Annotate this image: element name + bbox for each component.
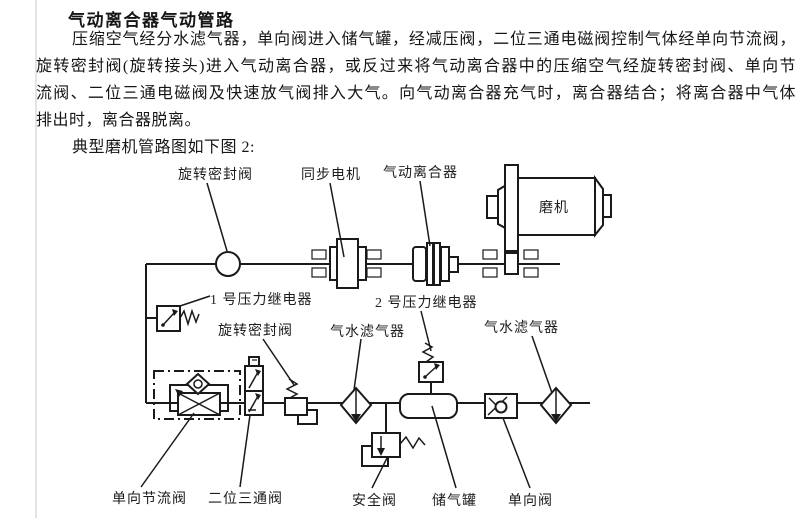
label-safety-valve: 安全阀 [352,494,397,509]
label-pressure-relay-2: 2 号压力继电器 [375,296,478,311]
label-pneumatic-clutch: 气动离合器 [383,166,458,181]
leader-lines [140,180,553,489]
rotary-seal-valve-symbol [284,378,318,425]
label-rotary-seal-valve-mid: 旋转密封阀 [218,324,293,339]
label-one-way-throttle-valve: 单向节流阀 [112,492,187,507]
label-pressure-relay-1: 1 号压力继电器 [210,293,313,308]
air-filter-right-symbol [539,386,573,425]
label-sync-motor: 同步电机 [301,168,361,183]
doc-title: 气动离合器气动管路 [68,11,235,30]
paragraph-line: 排出时，离合器脱离。 [36,112,202,129]
one-way-throttle-valve-symbol [153,370,241,420]
label-check-valve: 单向阀 [508,494,553,509]
label-two-position-three-way-valve: 二位三通阀 [208,492,283,507]
safety-valve-symbol [361,432,426,467]
pressure-relay-2-symbol [418,342,444,383]
check-valve-symbol [484,393,518,419]
bearing-blocks [311,249,539,278]
air-filter-left-symbol [339,386,373,425]
sync-motor-symbol [329,238,367,289]
mill-symbol [486,164,612,275]
label-air-water-filter-left: 气水滤气器 [330,325,405,340]
label-rotary-seal-valve-top: 旋转密封阀 [178,168,253,183]
label-air-water-filter-right: 气水滤气器 [484,321,559,336]
two-position-three-way-valve-symbol [244,356,264,416]
paragraph-line: 流阀、二位三通电磁阀及快速放气阀排入大气。向气动离合器充气时，离合器结合；将离合… [36,85,796,102]
figure-caption: 典型磨机管路图如下图 2: [72,139,255,156]
clutch-symbol [412,242,459,286]
paragraph-line: 旋转密封阀(旋转接头)进入气动离合器，或反过来将气动离合器中的压缩空气经旋转密封… [36,58,796,75]
label-air-tank: 储气罐 [432,494,477,509]
air-tank-symbol [399,393,458,419]
pressure-relay-1-symbol [156,305,200,332]
paragraph-line: 压缩空气经分水滤气器，单向阀进入储气罐，经减压阀，二位三通电磁阀控制气体经单向节… [72,31,796,48]
label-mill: 磨机 [539,201,569,216]
rotary-seal-shaft-circle [215,251,241,277]
